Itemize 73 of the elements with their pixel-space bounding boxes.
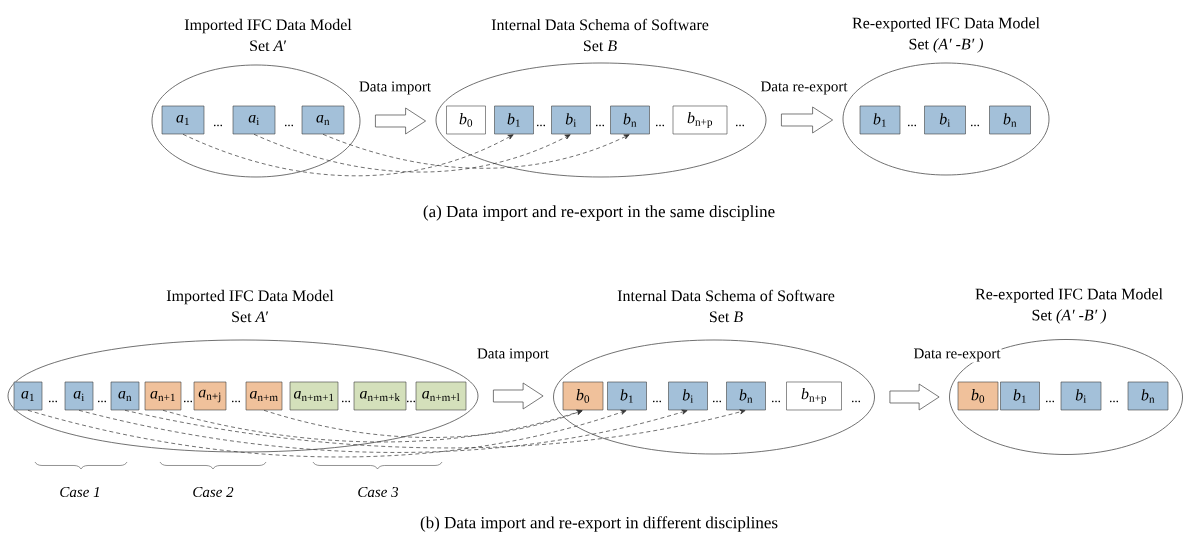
element-box: a$_{n+j}$	[193, 381, 227, 411]
element-box: b$_{1}$	[494, 105, 534, 135]
block-arrow	[889, 383, 940, 411]
element-box: b$_{n}$	[610, 105, 650, 135]
set-heading: Re-exported IFC Data Model Set (A′ -B′ )	[975, 288, 1163, 324]
dashed-arrow	[124, 409, 746, 449]
element-box: b$_{i}$	[668, 381, 708, 411]
element-box: b$_{i}$	[551, 105, 591, 135]
element-box: a$_{i}$	[64, 381, 94, 411]
element-box: b$_{n}$	[1127, 381, 1169, 411]
element-box: a$_{n+m}$	[245, 381, 283, 411]
ellipsis: ...	[342, 400, 351, 403]
ellipsis: ...	[214, 124, 223, 127]
set-heading: Imported IFC Data Model Set A′	[166, 289, 334, 323]
element-box: b$_{n}$	[726, 381, 766, 411]
dashed-arrow	[253, 133, 571, 173]
element-box: a$_{1}$	[13, 381, 43, 411]
ellipsis: ...	[184, 400, 193, 403]
caption: (b) Data import and re-export in different disciplines	[420, 516, 778, 532]
element-box: b$_{i}$	[924, 105, 966, 135]
ellipsis: ...	[971, 124, 980, 127]
set-heading: Internal Data Schema of Software Set B	[491, 18, 709, 52]
element-box: b$_{1}$	[607, 381, 647, 411]
ellipsis: ...	[98, 400, 107, 403]
element-box: b$_{0}$	[446, 105, 486, 135]
case-label: Case 2	[193, 486, 234, 498]
element-box: b$_{0}$	[957, 381, 999, 411]
set-heading: Re-exported IFC Data Model Set (A′ -B′ )	[852, 17, 1040, 53]
ellipsis: ...	[713, 400, 722, 403]
element-box: a$_{n+1}$	[144, 381, 182, 411]
case-label: Case 3	[358, 486, 399, 498]
ellipsis: ...	[1110, 400, 1119, 403]
ellipsis: ...	[1046, 400, 1055, 403]
element-box: a$_{n}$	[301, 105, 345, 135]
element-box: b$_{n+p}$	[786, 381, 842, 411]
ellipsis: ...	[49, 400, 58, 403]
element-box: a$_{n+m+1}$	[289, 381, 339, 411]
element-box: a$_{i}$	[232, 105, 276, 135]
ellipsis: ...	[537, 124, 546, 127]
element-box: a$_{n+m+k}$	[353, 381, 407, 411]
dashed-arrow	[263, 409, 583, 438]
element-box: b$_{1}$	[1000, 381, 1040, 411]
element-box: a$_{n}$	[110, 381, 140, 411]
element-box: b$_{n}$	[989, 105, 1031, 135]
dashed-arrow	[322, 133, 630, 169]
ellipsis: ...	[232, 400, 241, 403]
edge-label: Data import	[357, 80, 433, 96]
dashed-arrow	[182, 133, 514, 177]
ellipsis: ...	[772, 400, 781, 403]
block-arrow	[375, 107, 426, 135]
edge-label: Data re-export	[759, 80, 849, 96]
element-box: b$_{1}$	[859, 105, 901, 135]
element-box: b$_{i}$	[1060, 381, 1102, 411]
block-arrow	[493, 382, 544, 410]
case-label: Case 1	[60, 486, 99, 498]
element-box: a$_{n+m+l}$	[415, 381, 467, 411]
dashed-arrow	[27, 409, 627, 458]
ellipsis: ...	[407, 400, 416, 403]
element-box: b$_{0}$	[562, 381, 604, 411]
element-box: b$_{n+p}$	[672, 105, 728, 135]
ellipsis: ...	[285, 124, 294, 127]
ellipsis: ...	[656, 124, 665, 127]
caption: (a) Data import and re-export in the same discipline	[423, 205, 775, 221]
edge-label: Data re-export	[912, 347, 1002, 363]
element-box: a$_{1}$	[161, 105, 205, 135]
edge-label: Data import	[475, 347, 551, 363]
block-arrow	[781, 106, 833, 134]
ellipsis: ...	[653, 400, 662, 403]
dashed-arrow	[78, 409, 688, 453]
ellipsis: ...	[908, 124, 917, 127]
set-heading: Internal Data Schema of Software Set B	[617, 289, 835, 323]
ellipsis: ...	[596, 124, 605, 127]
set-heading: Imported IFC Data Model Set A′	[184, 18, 352, 52]
